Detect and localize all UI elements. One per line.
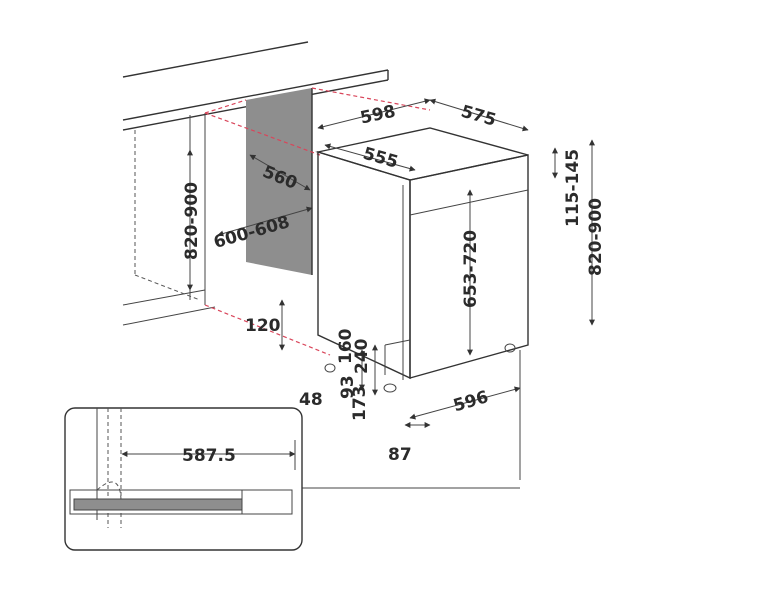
dim-base-width: 596	[451, 387, 491, 416]
dimension-lines	[187, 98, 595, 489]
dim-niche-depth-top: 598	[359, 102, 398, 129]
dim-plinth-160: 160	[336, 328, 356, 364]
dim-adjust-range: 115-145	[563, 149, 583, 227]
detail-inset	[64, 407, 303, 551]
dim-detail-depth: 587.5	[182, 446, 236, 466]
dim-foot-87: 87	[388, 445, 412, 465]
dim-foot-173: 173	[350, 386, 370, 422]
dim-appliance-depth: 575	[459, 102, 499, 131]
dim-foot-48: 48	[299, 390, 323, 410]
dim-plinth-clearance: 120	[245, 316, 281, 336]
dim-plinth-240: 240	[352, 338, 372, 374]
dim-total-height-range: 820-900	[586, 198, 606, 276]
dim-appliance-width-top: 555	[361, 144, 401, 173]
dim-niche-height: 820-900	[182, 182, 202, 260]
dim-foot-93: 93	[338, 375, 358, 399]
dim-door-height: 653-720	[461, 230, 481, 308]
